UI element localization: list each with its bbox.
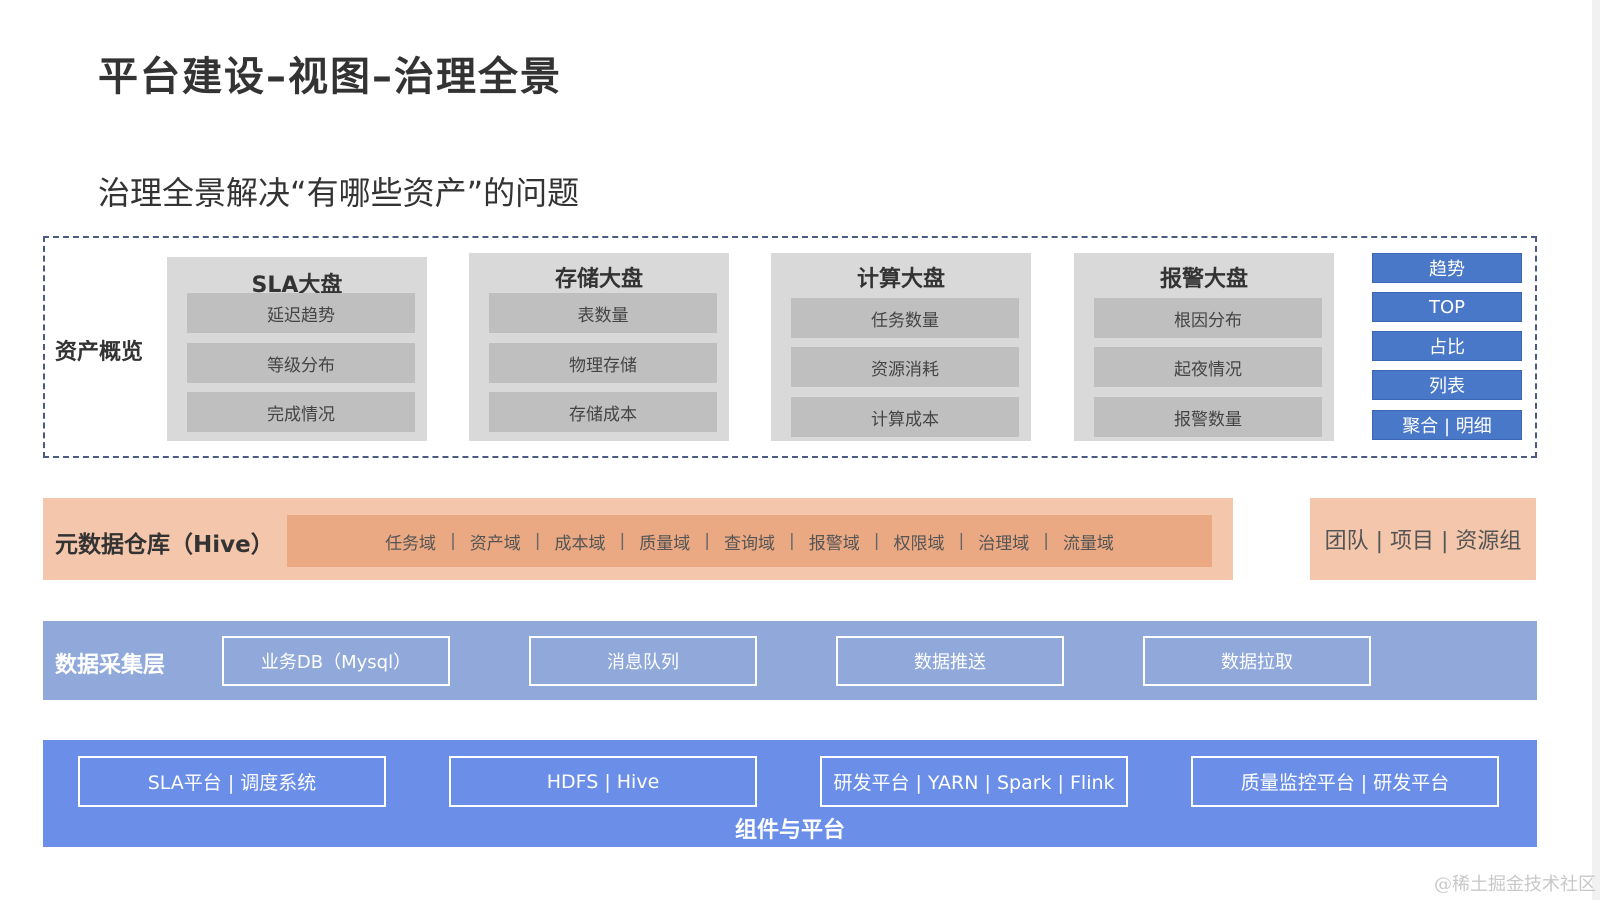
platform-item-dev: 研发平台 | YARN | Spark | Flink xyxy=(820,756,1128,807)
collect-item-data-push: 数据推送 xyxy=(836,636,1064,686)
separator: | xyxy=(873,531,880,551)
platform-item-quality: 质量监控平台 | 研发平台 xyxy=(1191,756,1499,807)
domain-item: 权限域 xyxy=(893,533,945,554)
metadata-domains: 任务域| 资产域| 成本域| 质量域| 查询域| 报警域| 权限域| 治理域| … xyxy=(287,515,1212,567)
separator: | xyxy=(789,531,795,551)
panel-item: 物理存储 xyxy=(489,343,717,383)
panel-item: 计算成本 xyxy=(791,397,1019,437)
collect-item-business-db: 业务DB（Mysql） xyxy=(222,636,450,686)
panel-storage: 存储大盘 表数量 物理存储 存储成本 xyxy=(469,253,729,441)
panel-alert: 报警大盘 根因分布 起夜情况 报警数量 xyxy=(1074,253,1334,441)
collect-item-message-queue: 消息队列 xyxy=(529,636,757,686)
asset-overview-frame xyxy=(43,236,1537,458)
panel-item: 任务数量 xyxy=(791,298,1019,338)
tag-top: TOP xyxy=(1372,292,1522,322)
scrollbar[interactable] xyxy=(1592,0,1600,900)
collection-label: 数据采集层 xyxy=(55,653,166,678)
platform-item-hdfs: HDFS | Hive xyxy=(449,756,757,807)
domain-item: 成本域 xyxy=(554,533,606,554)
domain-item: 资产域 xyxy=(469,533,521,554)
panel-title: 存储大盘 xyxy=(554,267,643,292)
collection-band xyxy=(43,621,1537,700)
domain-item: 治理域 xyxy=(978,533,1030,554)
domain-item: 任务域 xyxy=(385,533,437,554)
separator: | xyxy=(534,531,541,551)
separator: | xyxy=(450,531,456,551)
panel-item: 存储成本 xyxy=(489,392,717,432)
panel-title: 计算大盘 xyxy=(856,267,945,292)
tag-list: 列表 xyxy=(1372,370,1522,400)
domain-item: 查询域 xyxy=(724,533,775,554)
tag-aggregate-detail: 聚合 | 明细 xyxy=(1372,410,1522,440)
team-project-resource-box: 团队 | 项目 | 资源组 xyxy=(1310,498,1536,580)
panel-compute: 计算大盘 任务数量 资源消耗 计算成本 xyxy=(771,253,1031,441)
platform-item-sla: SLA平台 | 调度系统 xyxy=(78,756,386,807)
panel-item: 完成情况 xyxy=(187,392,415,432)
separator: | xyxy=(1043,531,1049,551)
watermark: @稀土掘金技术社区 xyxy=(1434,874,1596,895)
metadata-label: 元数据仓库（Hive） xyxy=(55,532,274,558)
tag-trend: 趋势 xyxy=(1372,253,1522,283)
panel-item: 起夜情况 xyxy=(1094,347,1322,387)
domain-item: 报警域 xyxy=(808,533,860,554)
separator: | xyxy=(958,531,965,551)
domain-item: 质量域 xyxy=(639,533,691,554)
asset-overview-label: 资产概览 xyxy=(55,340,144,365)
panel-item: 资源消耗 xyxy=(791,347,1019,387)
panel-item: 延迟趋势 xyxy=(187,293,415,333)
domain-item: 流量域 xyxy=(1062,533,1114,554)
separator: | xyxy=(704,531,710,551)
panel-item: 等级分布 xyxy=(187,343,415,383)
page-subtitle: 治理全景解决“有哪些资产”的问题 xyxy=(98,174,580,212)
page-title: 平台建设–视图–治理全景 xyxy=(98,54,562,100)
panel-item: 报警数量 xyxy=(1094,397,1322,437)
panel-item: 表数量 xyxy=(489,293,717,333)
panel-title: 报警大盘 xyxy=(1159,267,1248,292)
separator: | xyxy=(619,531,626,551)
tag-ratio: 占比 xyxy=(1372,331,1522,361)
panel-item: 根因分布 xyxy=(1094,298,1322,338)
panel-sla: SLA大盘 延迟趋势 等级分布 完成情况 xyxy=(167,257,427,441)
platform-label: 组件与平台 xyxy=(734,818,845,843)
collect-item-data-pull: 数据拉取 xyxy=(1143,636,1371,686)
